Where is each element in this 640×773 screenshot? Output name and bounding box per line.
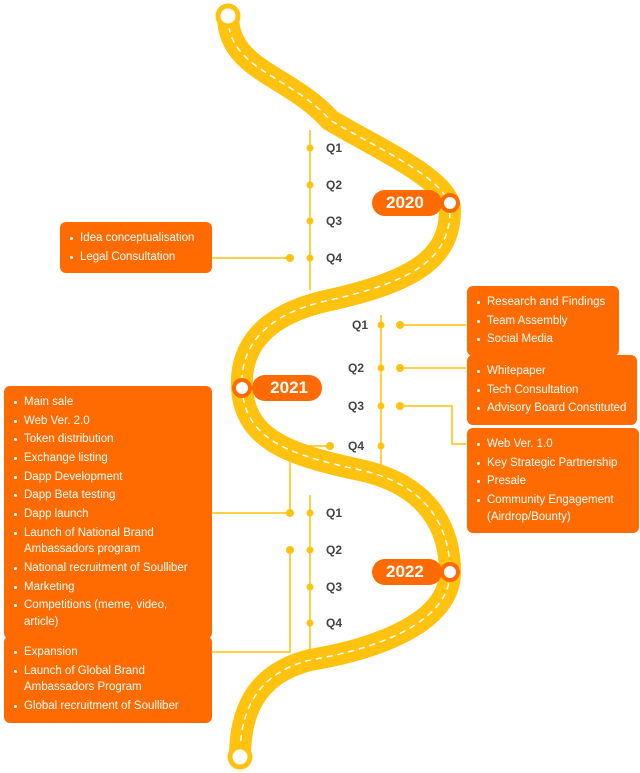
connector-q3-2021 [400, 405, 466, 445]
year-marker-2020 [440, 193, 460, 213]
milestone-item: National recruitment of Soulliber [14, 560, 202, 577]
year-text-2020: 2020 [386, 193, 424, 212]
milestone-item: Advisory Board Constituted [477, 400, 627, 417]
year-label-2022: 2022 [372, 559, 442, 585]
milestone-box-q2-2021: Whitepaper Tech Consultation Advisory Bo… [467, 355, 637, 426]
quarter-label: Q4 [326, 251, 343, 265]
dot-q2-2020 [306, 181, 314, 189]
milestone-item: Presale [477, 473, 629, 490]
connector-q4-2021 [212, 445, 330, 514]
quarter-label: Q3 [326, 214, 343, 228]
milestone-item: Web Ver. 2.0 [14, 413, 202, 430]
dot-q3-2020 [306, 217, 314, 225]
dot-q3-2021-end [396, 402, 404, 410]
dot-q3-2021 [377, 402, 385, 410]
milestone-item: Whitepaper [477, 363, 627, 380]
milestone-item: Launch of Global Brand Ambassadors Progr… [14, 663, 202, 696]
milestone-item: Dapp Development [14, 469, 202, 486]
year-label-2021: 2021 [252, 375, 322, 401]
year-text-2021: 2021 [270, 378, 308, 397]
milestone-item: Launch of National Brand Ambassadors pro… [14, 525, 202, 558]
quarter-label: Q3 [348, 399, 365, 413]
quarter-label: Q4 [326, 616, 343, 630]
dot-q1-2022 [306, 509, 314, 517]
dot-q1-2020 [306, 144, 314, 152]
milestone-item: Dapp launch [14, 506, 202, 523]
milestone-item: Web Ver. 1.0 [477, 436, 629, 453]
milestone-item: Legal Consultation [70, 249, 202, 266]
milestone-box-q4-2021: Main sale Web Ver. 2.0 Token distributio… [4, 386, 212, 639]
milestone-box-q2-2022: Expansion Launch of Global Brand Ambassa… [4, 636, 212, 723]
dot-q1-2021-end [396, 321, 404, 329]
milestone-item: Dapp Beta testing [14, 487, 202, 504]
milestone-item: Expansion [14, 644, 202, 661]
milestone-item: Team Assembly [477, 313, 609, 330]
milestone-item: Marketing [14, 579, 202, 596]
quarter-label: Q1 [326, 506, 343, 520]
milestone-box-q1-2021: Research and Findings Team Assembly Soci… [467, 286, 619, 357]
milestone-item: Community Engagement (Airdrop/Bounty) [477, 492, 629, 525]
milestone-item: Global recruitment of Soulliber [14, 698, 202, 715]
quarter-label: Q4 [348, 439, 365, 453]
dot-q2-2022 [306, 546, 314, 554]
year-label-2020: 2020 [372, 190, 442, 216]
road-start-marker [215, 3, 241, 29]
quarter-label: Q2 [326, 178, 343, 192]
dot-q4-2021 [377, 442, 385, 450]
quarter-label: Q3 [326, 580, 343, 594]
dot-q4-2020-end [286, 254, 294, 262]
milestone-item: Token distribution [14, 431, 202, 448]
dot-q3-2022 [306, 583, 314, 591]
dot-q2-2021-end [396, 364, 404, 372]
milestone-item: Research and Findings [477, 294, 609, 311]
milestone-box-q4-2020: Idea conceptualisation Legal Consultatio… [60, 222, 212, 274]
dot-q4-2021-end [326, 442, 334, 450]
dot-q4-2020 [306, 254, 314, 262]
milestone-item: Idea conceptualisation [70, 230, 202, 247]
milestone-box-q3-2021: Web Ver. 1.0 Key Strategic Partnership P… [467, 428, 639, 534]
dot-q1-2022-end [286, 509, 294, 517]
road-end-marker [227, 744, 253, 770]
quarter-label: Q2 [348, 361, 365, 375]
milestone-item: Tech Consultation [477, 382, 627, 399]
dot-q2-2021 [377, 364, 385, 372]
dot-q1-2021 [377, 321, 385, 329]
year-text-2022: 2022 [386, 562, 424, 581]
milestone-item: Exchange listing [14, 450, 202, 467]
milestone-item: Main sale [14, 394, 202, 411]
milestone-item: Social Media [477, 331, 609, 348]
dot-q4-2022 [306, 619, 314, 627]
year-marker-2022 [440, 562, 460, 582]
milestone-item: Key Strategic Partnership [477, 455, 629, 472]
year-marker-2021 [232, 378, 252, 398]
quarter-label: Q1 [352, 318, 369, 332]
connector-q2-2022 [212, 550, 291, 653]
quarter-label: Q1 [326, 141, 343, 155]
quarter-label: Q2 [326, 543, 343, 557]
dot-q2-2022-end [286, 546, 294, 554]
milestone-item: Competitions (meme, video, article) [14, 597, 202, 630]
